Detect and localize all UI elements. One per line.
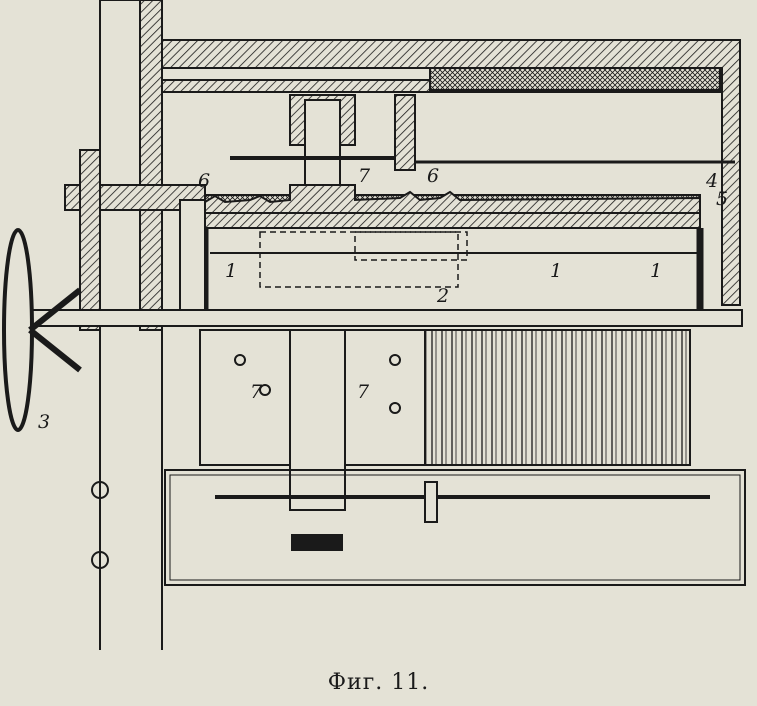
label-6: 6	[427, 165, 439, 187]
label-7: 7	[250, 381, 263, 403]
figure-caption: Фиг. 11.	[327, 670, 430, 695]
label-3: 3	[38, 411, 50, 433]
top-frame	[161, 39, 741, 306]
label-7: 7	[358, 165, 371, 187]
handwheel	[2, 228, 34, 432]
technical-drawing: 6 7 6 4 5 1 1 1 2 3 7 7	[2, 0, 746, 650]
label-7: 7	[357, 381, 370, 403]
label-4: 4	[705, 170, 718, 192]
shaft	[29, 309, 743, 327]
drum	[204, 212, 701, 229]
label-1: 1	[650, 260, 662, 282]
label-2: 2	[436, 285, 449, 307]
label-1: 1	[550, 260, 562, 282]
label-1: 1	[225, 260, 237, 282]
label-5: 5	[716, 188, 728, 210]
label-6: 6	[198, 170, 210, 192]
lower-frame	[164, 469, 746, 586]
arc-chute-fins	[424, 329, 691, 466]
